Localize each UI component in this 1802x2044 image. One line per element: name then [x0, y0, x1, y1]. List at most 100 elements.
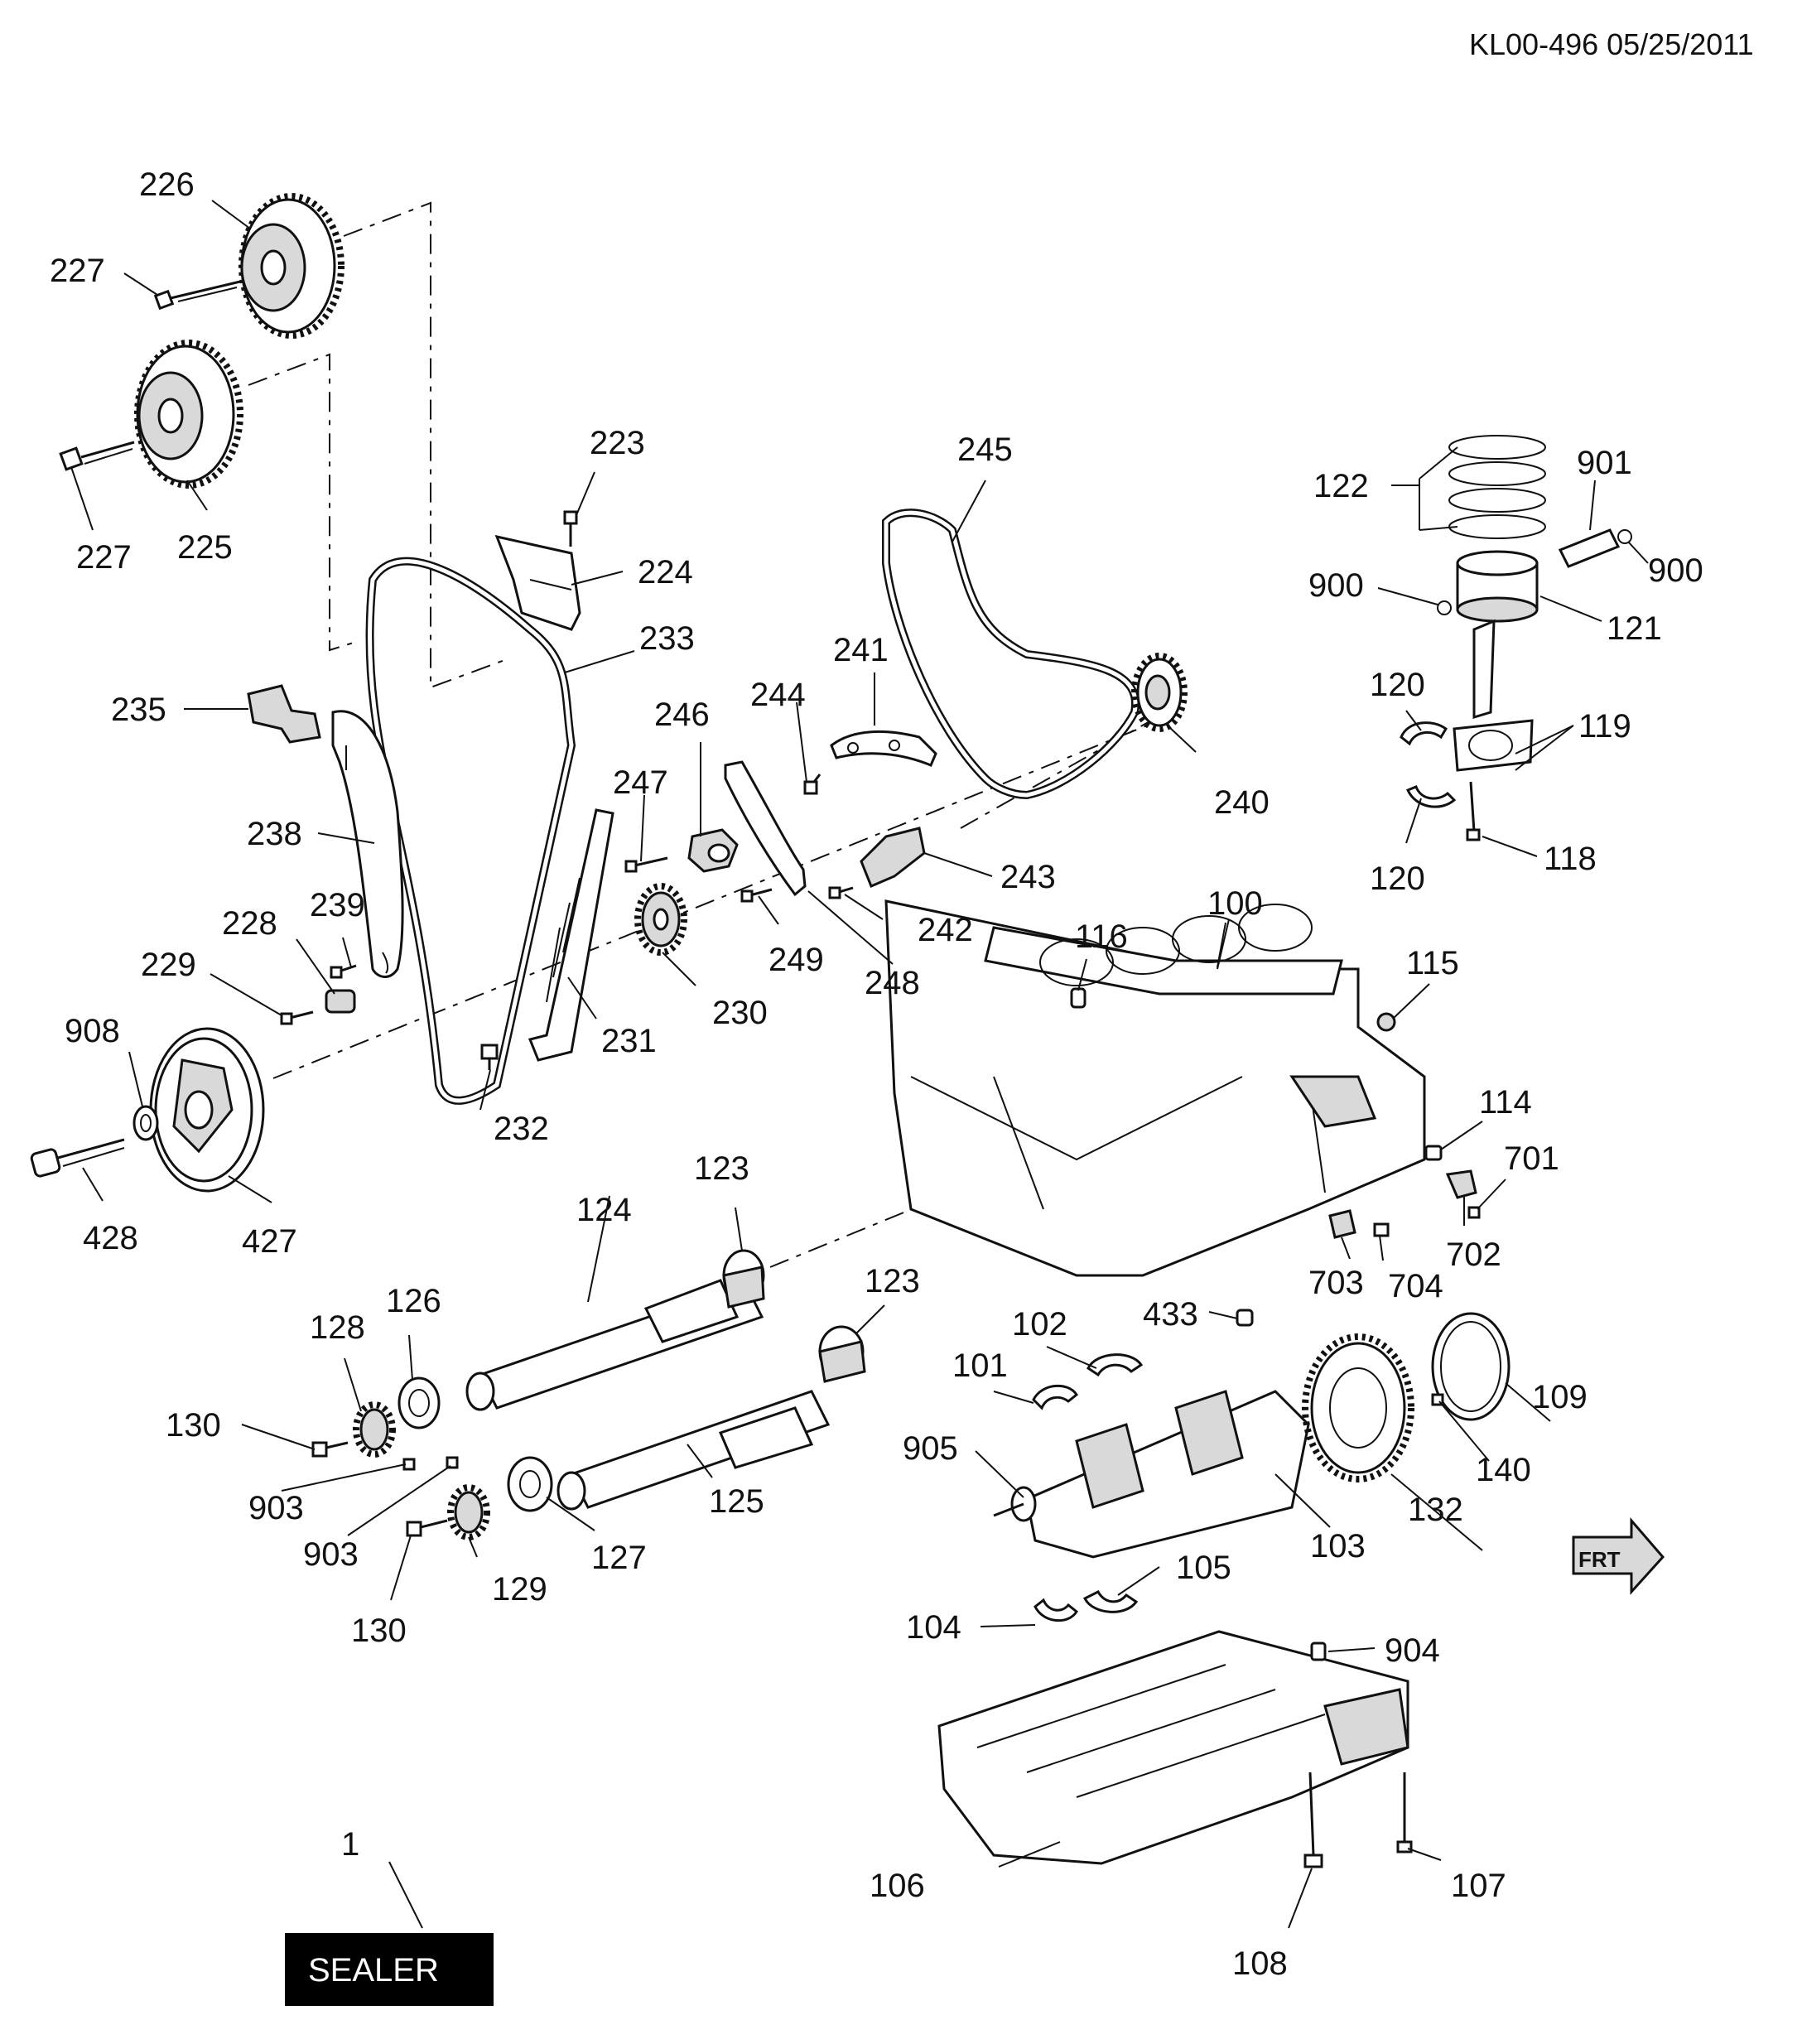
callout-232: 232 [494, 1111, 549, 1147]
bearing-127 [507, 1456, 553, 1512]
callout-105: 105 [1176, 1550, 1231, 1586]
callout-108: 108 [1232, 1945, 1288, 1982]
callout-128: 128 [310, 1309, 365, 1346]
callout-903-upper: 903 [248, 1490, 304, 1526]
callout-224: 224 [638, 554, 693, 591]
leader-lines [70, 200, 1649, 1929]
sensor-702 [1445, 1169, 1477, 1199]
callout-103: 103 [1310, 1528, 1366, 1564]
callout-243: 243 [1000, 859, 1056, 895]
callout-101: 101 [952, 1347, 1008, 1384]
front-arrow-label: FRT [1578, 1547, 1621, 1572]
camshaft-sprocket-226 [238, 193, 344, 339]
callout-230: 230 [712, 995, 768, 1031]
bolt-244 [803, 774, 822, 795]
bearing-123-lower [818, 1325, 866, 1383]
callout-120-upper: 120 [1370, 667, 1425, 703]
callout-120-lower: 120 [1370, 861, 1425, 897]
piston-rings-122 [1448, 435, 1546, 539]
callout-121: 121 [1607, 610, 1662, 647]
retainer-900-left [1437, 600, 1452, 615]
balance-chain-guide-241 [830, 730, 937, 767]
callout-118: 118 [1544, 841, 1597, 877]
callout-246: 246 [654, 697, 710, 733]
callout-241: 241 [833, 632, 889, 668]
bolt-247 [624, 856, 668, 873]
bolt-108 [1303, 1772, 1323, 1868]
balance-shaft-125 [556, 1390, 831, 1511]
callout-227-upper: 227 [50, 253, 105, 289]
chain-guide-231 [528, 808, 614, 1062]
piston-121 [1456, 550, 1539, 623]
engine-block-100 [884, 899, 1426, 1277]
bolt-232 [480, 1044, 499, 1070]
callout-233: 233 [639, 620, 695, 657]
document-id: KL00-496 05/25/2011 [1469, 27, 1754, 61]
bolt-428 [30, 1138, 125, 1178]
balance-shaft-chain-245 [882, 509, 1140, 800]
callout-704: 704 [1388, 1268, 1443, 1304]
callout-1: 1 [341, 1826, 359, 1863]
callout-427: 427 [242, 1223, 297, 1260]
callout-125: 125 [709, 1483, 764, 1520]
callout-900-right: 900 [1648, 552, 1703, 589]
sealer-label: SEALER [308, 1952, 439, 1989]
callout-903-lower: 903 [303, 1536, 359, 1573]
callout-107: 107 [1451, 1868, 1506, 1904]
seal-109 [1431, 1312, 1510, 1421]
bracket-224 [494, 534, 581, 631]
callout-130-upper: 130 [166, 1407, 221, 1444]
bearing-120-lower [1405, 785, 1457, 808]
alignment-line-cam-upper [343, 201, 508, 689]
bolt-239 [330, 964, 357, 979]
callout-114: 114 [1479, 1084, 1532, 1121]
chain-tensioner-235 [247, 684, 321, 744]
alignment-line-balance [769, 1192, 953, 1268]
reluctor-ring-132 [1302, 1333, 1414, 1482]
callout-908: 908 [65, 1013, 120, 1049]
bolt-242 [828, 886, 854, 899]
dowel-904 [1310, 1641, 1327, 1661]
balance-shaft-124 [465, 1279, 764, 1411]
bolt-107 [1396, 1772, 1413, 1854]
callout-132: 132 [1408, 1492, 1463, 1528]
alignment-line-cam-lower [248, 353, 357, 652]
callout-702: 702 [1446, 1237, 1501, 1273]
callout-244: 244 [750, 677, 806, 713]
callout-245: 245 [957, 431, 1013, 468]
bolt-704 [1373, 1222, 1390, 1237]
callout-123-lower: 123 [865, 1263, 920, 1299]
callout-109: 109 [1532, 1379, 1588, 1415]
callout-104: 104 [906, 1609, 961, 1646]
bearing-101 [1032, 1384, 1078, 1410]
callout-235: 235 [111, 692, 166, 728]
callout-129: 129 [492, 1571, 547, 1608]
alignment-line-crank [272, 720, 1160, 1079]
part-228 [325, 989, 356, 1014]
bolt-227-lower [59, 441, 135, 471]
bolt-130-upper [311, 1441, 349, 1458]
callout-904: 904 [1385, 1632, 1440, 1669]
callout-124: 124 [576, 1192, 632, 1228]
bolt-701 [1467, 1206, 1481, 1219]
callout-labels: 226 227 227 225 223 224 233 235 246 244 … [50, 166, 1703, 1982]
callout-226: 226 [139, 166, 195, 203]
callout-229: 229 [141, 947, 196, 983]
callout-228: 228 [222, 905, 277, 942]
bearing-126 [398, 1376, 441, 1429]
callout-127: 127 [591, 1540, 647, 1576]
callout-428: 428 [83, 1220, 138, 1256]
callout-905: 905 [903, 1430, 958, 1467]
dowel-116 [1070, 987, 1086, 1009]
callout-242: 242 [918, 912, 973, 948]
bearing-104 [1034, 1598, 1078, 1622]
plug-115 [1376, 1012, 1396, 1032]
crank-sprocket-230 [634, 883, 687, 956]
washer-908 [132, 1105, 159, 1141]
callout-247: 247 [613, 764, 668, 801]
bearing-102 [1086, 1353, 1144, 1377]
bolt-223 [563, 510, 578, 547]
balance-shaft-sprocket-240 [1131, 653, 1188, 732]
callout-225: 225 [177, 529, 233, 566]
